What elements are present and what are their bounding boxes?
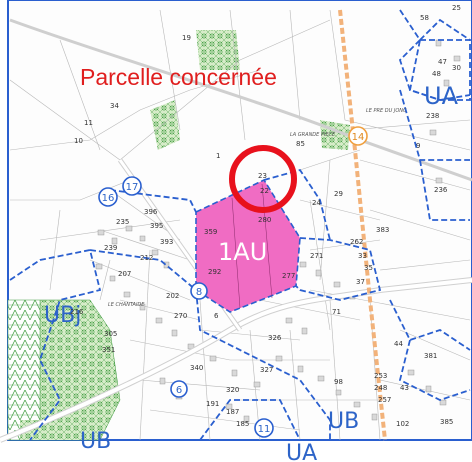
plot-number: 102: [396, 420, 409, 428]
orange-road: [338, 9, 387, 441]
highlight-circle: [229, 145, 297, 213]
zone-label-ubj: UBj: [44, 303, 81, 328]
plot-number: 187: [226, 408, 239, 416]
plot-number: 396: [144, 208, 158, 216]
plot-number: 11: [84, 119, 93, 127]
plot-number: 239: [104, 244, 117, 252]
plot-number: 25: [452, 4, 461, 12]
zone-label-ub-right: UB: [328, 409, 359, 434]
plot-number: 71: [332, 308, 341, 316]
plot-number: 320: [226, 386, 239, 394]
plot-number: 385: [440, 418, 453, 426]
route-marker-11-label: 11: [258, 424, 271, 435]
route-marker-17-label: 17: [126, 182, 139, 193]
zone-boundaries: [9, 9, 471, 441]
plot-number: 216: [70, 308, 84, 316]
plot-number: 35: [364, 264, 373, 272]
plot-number: 23: [258, 172, 267, 180]
zone-label-ub-left: UB: [80, 429, 111, 454]
plot-number: 351: [102, 346, 115, 354]
zone-ua-boundary: [408, 39, 471, 101]
plot-number: 29: [334, 190, 343, 198]
plot-number: 305: [104, 330, 117, 338]
place-la-grande-piece: LA GRANDE PIECE: [290, 132, 336, 138]
parcel-lines: [9, 9, 471, 441]
vegetation-top: [196, 30, 240, 70]
route-marker-16: 16: [98, 187, 118, 207]
plot-number: 393: [160, 238, 173, 246]
route-marker-8: 8: [190, 282, 208, 300]
place-le-chantaide: LE CHANTAIDE: [108, 302, 145, 308]
plot-number: 277: [282, 272, 295, 280]
plot-number: 43: [400, 384, 409, 392]
plot-number: 280: [258, 216, 271, 224]
plot-number: 207: [118, 270, 131, 278]
plot-number: 381: [424, 352, 437, 360]
route-marker-14-label: 14: [352, 132, 365, 143]
place-le-pre-du-jonc: LE PRE DU JONC: [366, 108, 407, 114]
plot-number: 48: [432, 70, 441, 78]
plot-number: 185: [236, 420, 249, 428]
route-marker-11: 11: [254, 418, 274, 438]
plot-number: 98: [334, 378, 343, 386]
plot-number: 271: [310, 252, 323, 260]
plot-number: 22: [260, 187, 269, 195]
route-marker-17: 17: [122, 176, 142, 196]
plot-number: 340: [190, 364, 203, 372]
plot-number: 262: [350, 238, 363, 246]
plot-number: 238: [426, 112, 439, 120]
annotation-parcelle-concernee: Parcelle concernée: [80, 64, 277, 90]
zone-label-ua: UA: [424, 82, 459, 110]
plot-number: 33: [358, 252, 367, 260]
plot-number: 47: [438, 58, 447, 66]
zone-label-ua-bottom: UA: [286, 441, 317, 462]
plot-number: 257: [378, 396, 391, 404]
vegetation-left-grid: [7, 299, 41, 441]
plot-number: 236: [434, 186, 448, 194]
plot-number: 6: [214, 312, 219, 320]
plot-number: 30: [452, 64, 461, 72]
zone-label-1au: 1AU: [218, 238, 267, 266]
plot-number: 24: [312, 199, 321, 207]
route-marker-6: 6: [170, 380, 188, 398]
plot-number: 19: [182, 34, 191, 42]
plot-number: 248: [374, 384, 387, 392]
plot-numbers: 19 11 10 34 1 85 23 22 29 24 280 359 292…: [70, 4, 461, 428]
plot-number: 44: [394, 340, 403, 348]
plot-number: 253: [374, 372, 387, 380]
plot-number: 292: [208, 268, 221, 276]
plot-number: 383: [376, 226, 389, 234]
plot-number: 85: [296, 140, 305, 148]
plot-number: 10: [74, 137, 83, 145]
route-marker-16-label: 16: [102, 193, 115, 204]
plot-number: 202: [166, 292, 179, 300]
plot-number: 34: [110, 102, 119, 110]
plot-number: 191: [206, 400, 219, 408]
plot-number: 326: [268, 334, 282, 342]
plot-number: 270: [174, 312, 187, 320]
route-marker-6-label: 6: [176, 385, 182, 396]
zone-1au-parcel-lines: [231, 183, 273, 309]
plot-number: 395: [150, 222, 163, 230]
route-marker-14: 14: [348, 126, 368, 146]
plot-number: 359: [204, 228, 217, 236]
vegetation-strip: [150, 100, 180, 150]
plot-number: 1: [216, 152, 220, 160]
plot-number: 327: [260, 366, 273, 374]
plot-number: 37: [356, 278, 365, 286]
zone-1au-area[interactable]: [195, 178, 301, 313]
plot-number: 235: [116, 218, 129, 226]
plot-number: 9: [416, 142, 420, 150]
route-marker-8-label: 8: [196, 287, 202, 298]
plot-number: 212: [140, 254, 153, 262]
plot-number: 58: [420, 14, 429, 22]
